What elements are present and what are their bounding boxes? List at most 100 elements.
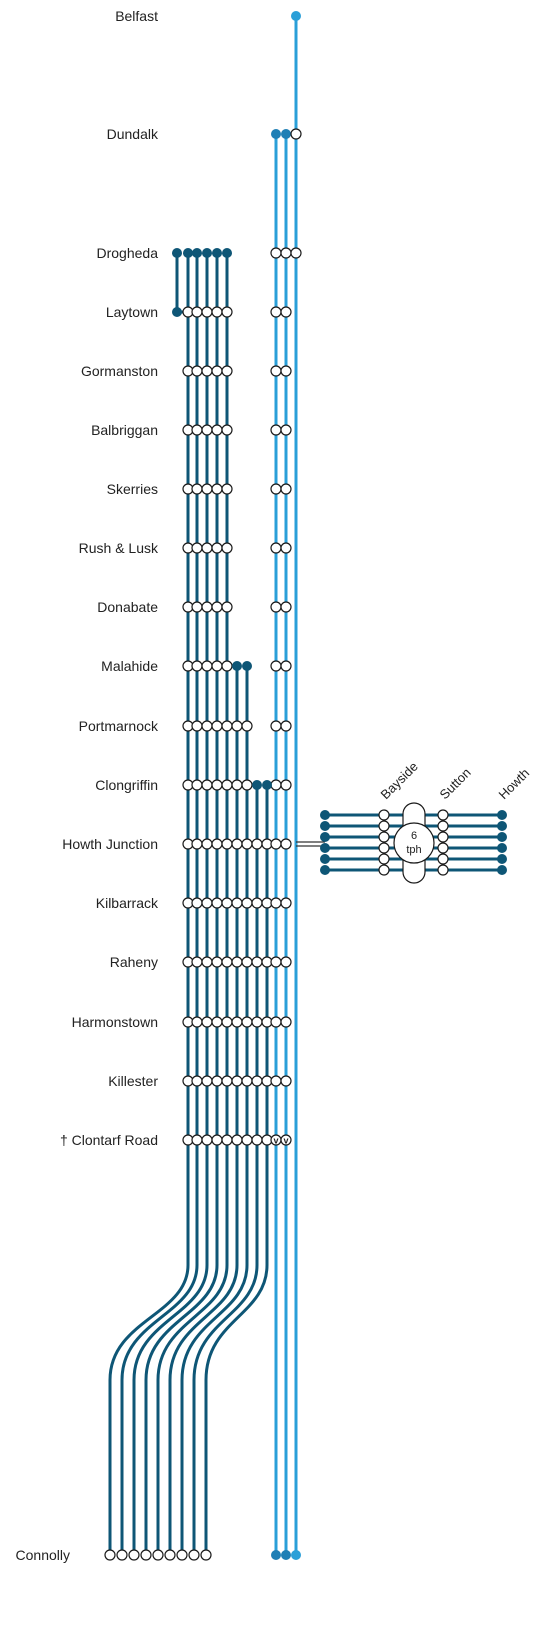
stop-marker	[270, 247, 282, 259]
branch-stop-marker	[437, 820, 449, 832]
stop-marker	[280, 365, 292, 377]
stop-marker	[201, 660, 213, 672]
station-label: Balbriggan	[91, 422, 158, 438]
stop-marker	[128, 1549, 140, 1561]
stop-marker	[270, 601, 282, 613]
dark-service-line	[180, 666, 249, 1555]
request-stop-marker	[280, 1134, 292, 1146]
stop-marker	[280, 1016, 292, 1028]
stop-marker	[280, 542, 292, 554]
stop-marker	[280, 483, 292, 495]
stop-marker	[251, 897, 263, 909]
stop-marker	[231, 838, 243, 850]
stop-marker	[211, 424, 223, 436]
branch-terminus-dot	[320, 810, 330, 820]
terminus-dot	[281, 129, 291, 139]
terminus-dot	[271, 129, 281, 139]
terminus-dot	[202, 248, 212, 258]
station-label: Dundalk	[107, 126, 159, 142]
stop-marker	[280, 660, 292, 672]
dark-service-line	[132, 253, 209, 1555]
stop-marker	[191, 720, 203, 732]
stop-marker	[270, 838, 282, 850]
stop-marker	[211, 660, 223, 672]
branch-stop-marker	[378, 864, 390, 876]
stop-marker	[270, 365, 282, 377]
stop-marker	[231, 779, 243, 791]
stop-marker	[201, 306, 213, 318]
stop-marker	[191, 483, 203, 495]
stop-marker	[280, 424, 292, 436]
stop-marker	[201, 1075, 213, 1087]
stop-marker	[211, 779, 223, 791]
stop-marker	[201, 601, 213, 613]
terminus-dot	[192, 248, 202, 258]
station-label: Harmonstown	[72, 1014, 158, 1030]
terminus-dot	[212, 248, 222, 258]
stop-marker	[211, 838, 223, 850]
stop-marker	[176, 1549, 188, 1561]
dark-service-line	[192, 785, 259, 1555]
stop-marker	[241, 838, 253, 850]
branch-stop-marker	[437, 842, 449, 854]
stop-marker	[211, 956, 223, 968]
station-labels: BelfastDundalkDroghedaLaytownGormanstonB…	[16, 8, 159, 1563]
stop-marker	[231, 1075, 243, 1087]
terminus-dot	[183, 248, 193, 258]
stop-marker	[270, 897, 282, 909]
stop-marker	[280, 779, 292, 791]
stop-marker	[251, 1016, 263, 1028]
terminus-dot	[262, 780, 272, 790]
stop-marker	[231, 1134, 243, 1146]
terminus-dot	[271, 1550, 281, 1560]
branch-terminus-dot	[320, 865, 330, 875]
stop-marker	[280, 1075, 292, 1087]
stop-marker	[211, 483, 223, 495]
stop-marker	[211, 1134, 223, 1146]
branch-stop-marker	[437, 809, 449, 821]
stop-marker	[191, 1075, 203, 1087]
stop-marker	[191, 956, 203, 968]
stop-marker	[221, 601, 233, 613]
stop-marker	[221, 542, 233, 554]
terminus-dot	[281, 1550, 291, 1560]
stop-marker	[270, 660, 282, 672]
station-label: Gormanston	[81, 363, 158, 379]
stop-marker	[290, 247, 302, 259]
terminus-dot	[222, 248, 232, 258]
branch-terminus-dot	[320, 832, 330, 842]
stop-marker	[231, 720, 243, 732]
stop-marker	[201, 779, 213, 791]
stop-marker	[221, 1134, 233, 1146]
dark-service-line	[108, 253, 190, 1555]
stop-marker	[221, 483, 233, 495]
station-label: Rush & Lusk	[79, 540, 159, 556]
branch-stop-marker	[437, 853, 449, 865]
request-stop-symbol: v	[283, 1136, 288, 1146]
dark-service-line	[156, 253, 229, 1555]
terminus-dot	[291, 1550, 301, 1560]
terminus-dot	[242, 661, 252, 671]
branch-stop-marker	[378, 809, 390, 821]
stop-marker	[211, 897, 223, 909]
stop-marker	[191, 1134, 203, 1146]
stop-marker	[290, 128, 302, 140]
request-stop-symbol: v	[273, 1136, 278, 1146]
stop-marker	[221, 365, 233, 377]
stop-marker	[188, 1549, 200, 1561]
station-label: Laytown	[106, 304, 158, 320]
station-label: Drogheda	[97, 245, 159, 261]
stop-marker	[201, 1016, 213, 1028]
branch-station-label: Bayside	[378, 759, 421, 802]
stop-marker	[280, 838, 292, 850]
station-label: Malahide	[101, 658, 158, 674]
stop-marker	[221, 1016, 233, 1028]
station-label: Clongriffin	[95, 777, 158, 793]
branch-terminus-dot	[497, 843, 507, 853]
frequency-value: 6	[411, 830, 417, 842]
station-label: Donabate	[97, 599, 158, 615]
stop-marker	[211, 1016, 223, 1028]
stop-marker	[191, 542, 203, 554]
